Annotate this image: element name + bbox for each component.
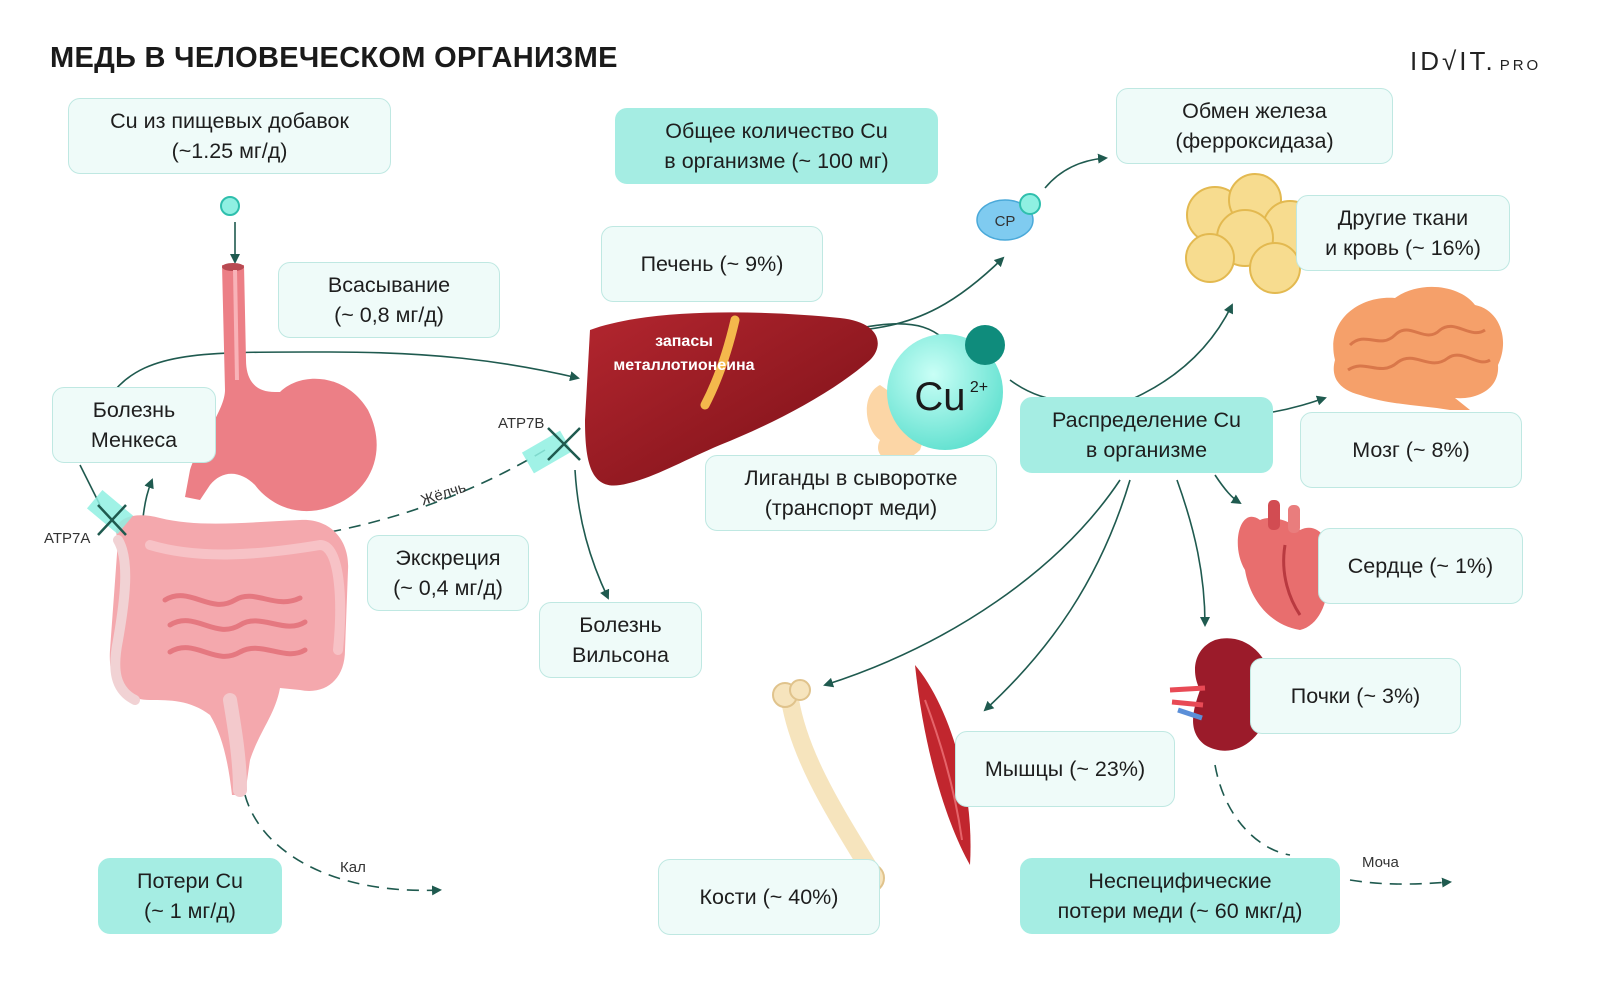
atp7a-label: ATP7A — [44, 530, 90, 547]
atp7a-transporter-icon — [86, 489, 134, 536]
feces-label: Кал — [340, 859, 366, 876]
arrow-urine — [1214, 764, 1291, 856]
stomach-icon — [185, 263, 377, 512]
cu-dot-icon — [220, 196, 240, 216]
arrow-feces — [244, 794, 442, 896]
connectors — [79, 153, 1452, 896]
muscle-icon — [915, 665, 971, 865]
arrow-other-tissues — [1129, 303, 1233, 401]
cu-charge: 2+ — [970, 379, 988, 396]
intestines-icon — [109, 515, 349, 797]
ligands-box: Лиганды в сыворотке (транспорт меди) — [705, 455, 997, 531]
liver-store-label-2: металлотионеина — [613, 357, 754, 374]
urine-label: Моча — [1362, 854, 1399, 871]
bile-label: Жёлчь — [419, 479, 468, 510]
muscles-box: Мышцы (~ 23%) — [955, 731, 1175, 807]
heart-icon — [1237, 500, 1330, 630]
arrow-intestine-up — [142, 478, 154, 519]
arrow-muscles — [983, 479, 1131, 712]
copper-losses-box: Потери Cu (~ 1 мг/д) — [98, 858, 282, 934]
arrow-brain — [1272, 395, 1327, 413]
arrow-cp — [859, 256, 1005, 331]
absorption-box: Всасывание (~ 0,8 мг/д) — [278, 262, 500, 338]
arrow-iron — [1044, 153, 1108, 189]
logo-suffix: PRO — [1499, 57, 1542, 74]
bones-box: Кости (~ 40%) — [658, 859, 880, 935]
cu-symbol: Cu — [914, 375, 965, 419]
page-title: МЕДЬ В ЧЕЛОВЕЧЕСКОМ ОРГАНИЗМЕ — [50, 42, 618, 74]
arrow-urine-end — [1349, 877, 1452, 888]
ceruloplasmin-icon: CP — [976, 193, 1041, 241]
menkes-box: Болезнь Менкеса — [52, 387, 216, 463]
brand-logo: ID√IT.PRO — [1410, 46, 1541, 77]
liver-box: Печень (~ 9%) — [601, 226, 823, 302]
cu-ion-icon: Cu 2+ — [866, 325, 1005, 461]
logo-main: ID√IT. — [1410, 46, 1496, 76]
wilson-box: Болезнь Вильсона — [539, 602, 702, 678]
heart-box: Сердце (~ 1%) — [1318, 528, 1523, 604]
iron-metabolism-box: Обмен железа (ферроксидаза) — [1116, 88, 1393, 164]
arrow-bones — [823, 479, 1121, 688]
other-tissues-box: Другие ткани и кровь (~ 16%) — [1296, 195, 1510, 271]
atp7b-transporter-icon — [521, 427, 581, 474]
total-copper-box: Общее количество Cu в организме (~ 100 м… — [615, 108, 938, 184]
arrow-absorption — [114, 351, 580, 391]
excretion-box: Экскреция (~ 0,4 мг/д) — [367, 535, 529, 611]
arrow-kidneys — [1176, 479, 1210, 627]
liver-icon: запасы металлотионеина — [585, 312, 878, 486]
brain-icon — [1333, 286, 1504, 410]
supplements-box: Cu из пищевых добавок (~1.25 мг/д) — [68, 98, 391, 174]
arrow-wilson — [574, 469, 610, 600]
distribution-box: Распределение Cu в организме — [1020, 397, 1273, 473]
kidneys-box: Почки (~ 3%) — [1250, 658, 1461, 734]
nonspecific-losses-box: Неспецифические потери меди (~ 60 мкг/д) — [1020, 858, 1340, 934]
liver-store-label-1: запасы — [655, 333, 713, 350]
arrow-heart — [1214, 474, 1242, 505]
cp-label: CP — [995, 213, 1016, 230]
brain-box: Мозг (~ 8%) — [1300, 412, 1522, 488]
atp7b-label: ATP7B — [498, 415, 544, 432]
